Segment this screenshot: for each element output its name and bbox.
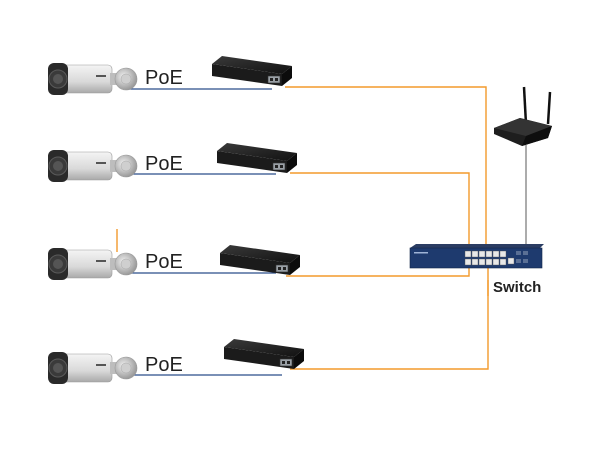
camera-2-icon <box>47 149 138 183</box>
poe-injector-1-icon <box>211 55 293 87</box>
poe-label-2: PoE <box>145 153 183 175</box>
poe-injector-2-icon <box>216 142 298 174</box>
poe-label-3: PoE <box>145 251 183 273</box>
switch-icon <box>409 244 544 269</box>
uplink-4 <box>290 266 489 370</box>
poe-injector-3-icon <box>219 244 301 276</box>
poe-injector-4-icon <box>223 338 305 370</box>
camera-3-icon <box>47 247 138 281</box>
router-icon <box>494 86 552 146</box>
poe-label-1: PoE <box>145 67 183 89</box>
uplink-3 <box>286 268 470 277</box>
uplink-2 <box>290 172 470 256</box>
uplinks <box>116 86 489 370</box>
camera-4-icon <box>47 351 138 385</box>
camera-1-icon <box>47 62 138 96</box>
poe-label-4: PoE <box>145 354 183 376</box>
uplink-1 <box>285 86 487 256</box>
poe-links <box>125 88 282 376</box>
switch-label: Switch <box>493 279 541 296</box>
